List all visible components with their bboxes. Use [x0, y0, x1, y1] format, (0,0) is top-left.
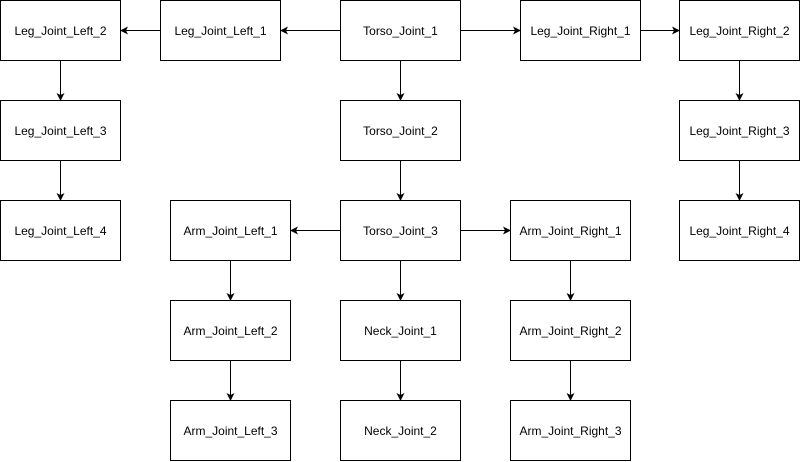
node-leg-joint-left-3[interactable]: Leg_Joint_Left_3: [0, 100, 121, 161]
node-torso-joint-2[interactable]: Torso_Joint_2: [340, 100, 461, 161]
node-arm-joint-left-1[interactable]: Arm_Joint_Left_1: [170, 200, 291, 261]
node-leg-joint-left-1[interactable]: Leg_Joint_Left_1: [160, 0, 281, 61]
node-leg-joint-left-2[interactable]: Leg_Joint_Left_2: [0, 0, 121, 61]
node-neck-joint-1[interactable]: Neck_Joint_1: [340, 300, 461, 361]
node-arm-joint-left-2[interactable]: Arm_Joint_Left_2: [170, 300, 291, 361]
node-leg-joint-right-3[interactable]: Leg_Joint_Right_3: [679, 100, 800, 161]
node-arm-joint-right-3[interactable]: Arm_Joint_Right_3: [510, 400, 631, 461]
node-leg-joint-left-4[interactable]: Leg_Joint_Left_4: [0, 200, 121, 261]
node-leg-joint-right-1[interactable]: Leg_Joint_Right_1: [520, 0, 641, 61]
node-arm-joint-right-2[interactable]: Arm_Joint_Right_2: [510, 300, 631, 361]
node-leg-joint-right-4[interactable]: Leg_Joint_Right_4: [679, 200, 800, 261]
node-arm-joint-right-1[interactable]: Arm_Joint_Right_1: [510, 200, 631, 261]
node-neck-joint-2[interactable]: Neck_Joint_2: [340, 400, 461, 461]
node-torso-joint-1[interactable]: Torso_Joint_1: [340, 0, 461, 61]
node-leg-joint-right-2[interactable]: Leg_Joint_Right_2: [679, 0, 800, 61]
node-torso-joint-3[interactable]: Torso_Joint_3: [340, 200, 461, 261]
node-arm-joint-left-3[interactable]: Arm_Joint_Left_3: [170, 400, 291, 461]
